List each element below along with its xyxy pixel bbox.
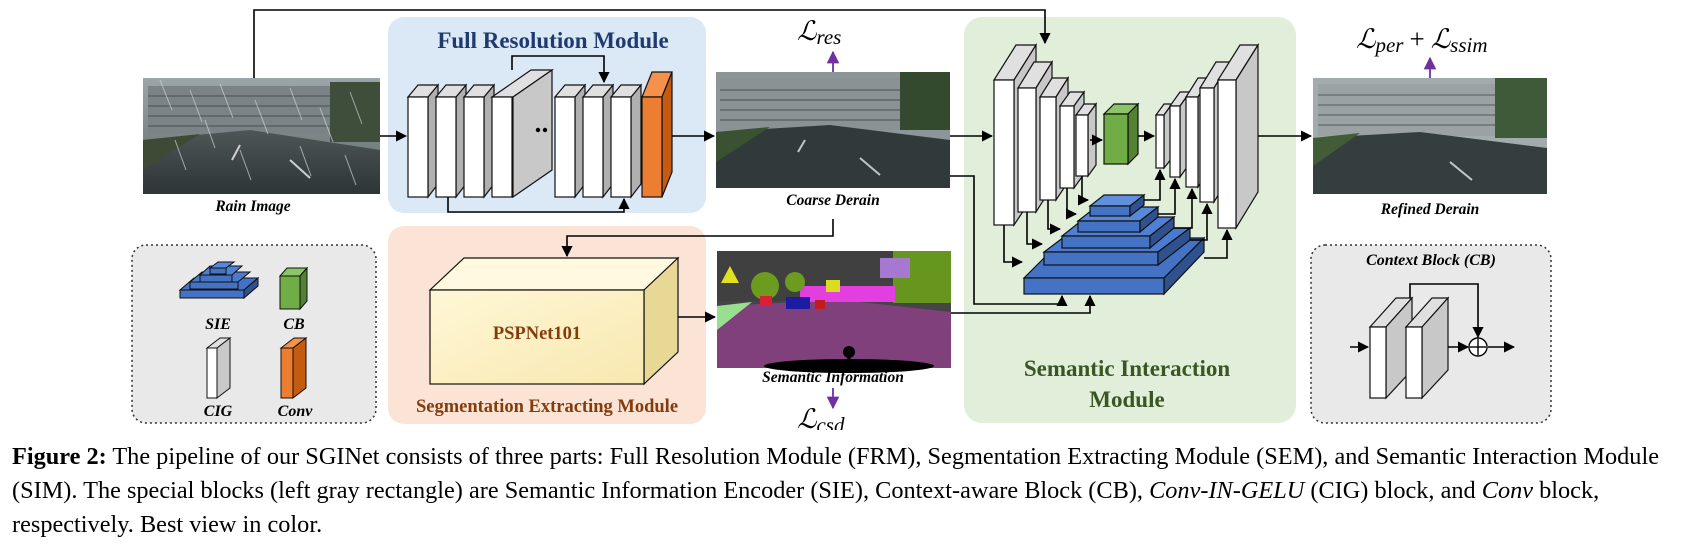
rain-image-label: Rain Image	[214, 198, 290, 215]
enc1-to-sie	[1003, 225, 1024, 268]
context-block-sum-icon	[1468, 337, 1488, 357]
caption-part-1: The pipeline of our SGINet consists of t…	[12, 443, 1659, 504]
legend-conv-label: Conv	[278, 403, 314, 420]
enc2-to-sie	[1026, 212, 1044, 250]
enc4-to-sie	[1065, 188, 1078, 220]
enc3-to-sie	[1047, 200, 1062, 235]
legend-cig-label: CIG	[204, 403, 233, 420]
connections	[253, 9, 1313, 323]
loss-res: ℒres	[797, 16, 841, 49]
frm-ellipsis-dot	[535, 127, 541, 133]
sim-encoder-blocks	[992, 42, 1098, 227]
frm-cig-block-2	[434, 83, 468, 199]
frm-skip-bottom	[447, 197, 630, 213]
sim-decoder-block-5	[1216, 42, 1260, 231]
context-block-diagram	[1368, 296, 1450, 400]
context-block-connections	[1350, 283, 1516, 353]
coarse-derain-image	[716, 72, 950, 188]
frm-cb-block	[490, 68, 554, 199]
sim-encoder-block-5	[1074, 102, 1098, 178]
frm-cig-block-3	[462, 83, 496, 199]
sim-title-line2: Module	[1089, 387, 1164, 412]
pipeline-diagram: Full Resolution Module Segmentation Extr…	[131, 9, 1552, 430]
loss-arrows	[826, 50, 1437, 410]
sie-to-dec1	[1144, 168, 1166, 201]
sim-title-line1: Semantic Interaction	[1024, 356, 1231, 381]
frm-cig-block-5	[581, 83, 615, 199]
pspnet-block	[428, 256, 680, 386]
sie-to-dec3	[1174, 187, 1198, 229]
refined-derain-image	[1313, 78, 1547, 194]
frm-cig-block-4	[553, 83, 587, 199]
frm-conv-block	[641, 71, 673, 198]
arrow-coarse-to-sie	[950, 175, 1068, 307]
sie-to-dec2	[1158, 177, 1181, 215]
semantic-information-image	[717, 251, 951, 373]
sie-to-dec5	[1204, 228, 1233, 259]
legend-cig-icon	[205, 336, 232, 400]
legend-box	[131, 244, 377, 424]
frm-skip-top	[511, 55, 610, 84]
legend-conv-icon	[279, 336, 308, 400]
semantic-information-label: Semantic Information	[762, 369, 904, 386]
arrow-semantic-to-sie	[951, 294, 1096, 314]
legend-cb-icon	[278, 266, 309, 311]
caption-part-2: (CIG) block, and	[1304, 477, 1482, 504]
legend-sie-icon	[178, 261, 260, 300]
arrow-coarse-to-pspnet	[561, 219, 834, 258]
sem-title: Segmentation Extracting Module	[416, 397, 678, 417]
coarse-derain-label: Coarse Derain	[786, 192, 879, 209]
loss-per-ssim: ℒper+ℒssim	[1356, 24, 1488, 57]
legend-sie-label: SIE	[205, 316, 231, 333]
sie-to-dec4	[1190, 202, 1213, 241]
figure-caption: Figure 2: The pipeline of our SGINet con…	[12, 440, 1697, 542]
sim-decoder-blocks	[1154, 42, 1260, 231]
loss-csd: ℒcsd	[797, 404, 845, 430]
pspnet-label: PSPNet101	[493, 324, 581, 344]
sim-sie-pyramid	[1022, 193, 1206, 296]
caption-part-3: block, respectively. Best view in color.	[12, 477, 1600, 538]
legend-cb-label: CB	[283, 316, 305, 333]
sim-cb-block	[1102, 102, 1140, 166]
caption-cig-italic: Conv-IN-GELU	[1149, 477, 1305, 504]
enc5-to-sie	[1077, 176, 1090, 206]
caption-conv-italic: Conv	[1481, 477, 1534, 504]
arrow-rain-to-sim	[253, 9, 1051, 78]
refined-derain-label: Refined Derain	[1380, 201, 1480, 218]
frm-ellipsis-dot	[542, 127, 548, 133]
caption-label: Figure 2:	[12, 443, 107, 470]
frm-cig-block-6	[609, 83, 643, 199]
frm-cig-block-1	[406, 83, 440, 199]
frm-cig-blocks	[406, 68, 673, 199]
rain-image	[143, 78, 380, 194]
frm-title: Full Resolution Module	[437, 28, 668, 53]
context-block-title: Context Block (CB)	[1366, 252, 1496, 269]
